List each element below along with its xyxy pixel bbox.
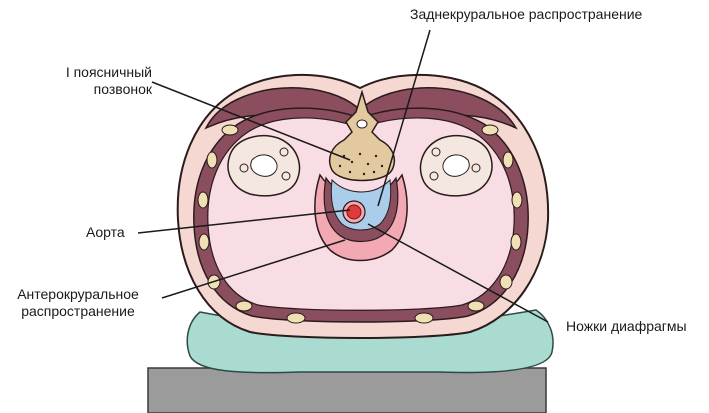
label-aorta: Аорта [86,224,125,241]
aorta [343,201,365,223]
label-antecrural: Антерокруральное распространение [4,286,152,320]
label-antecrural-line2: распространение [4,303,152,320]
label-crura: Ножки диафрагмы [566,318,687,335]
label-vertebra-line2: позвонок [36,81,152,98]
scanner-table [148,368,546,413]
label-antecrural-line1: Антерокруральное [4,286,152,303]
label-vertebra-line1: I поясничный [36,64,152,81]
label-vertebra: I поясничный позвонок [36,64,152,98]
left-kidney [228,136,299,196]
label-retrocrural: Заднекруральное распространение [410,6,642,23]
right-kidney [421,136,492,196]
